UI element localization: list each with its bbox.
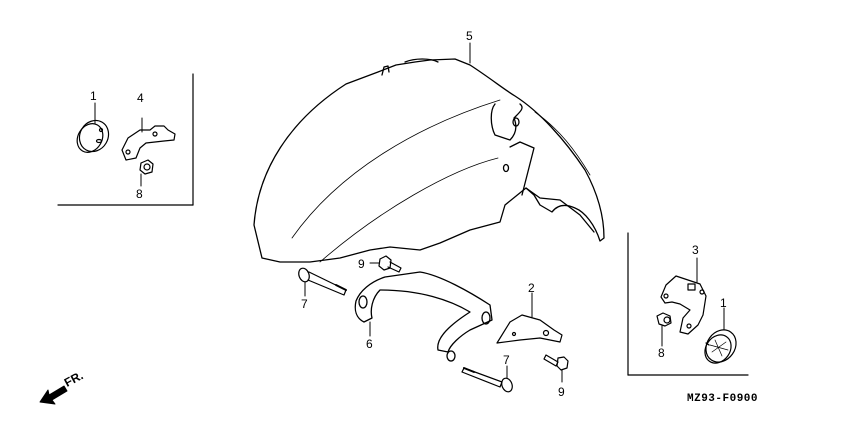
fender-stay [354, 271, 493, 362]
right-inset-frame [627, 232, 749, 376]
bolt-long-left [298, 267, 347, 297]
bolt-lower [543, 354, 569, 383]
side-reflector-left [76, 119, 110, 153]
diagram-code: MZ93-F0900 [687, 393, 759, 405]
callout-3: 3 [692, 243, 699, 257]
callout-9-upper: 9 [358, 257, 365, 271]
callout-1-right: 1 [720, 296, 727, 310]
bracket [496, 292, 563, 344]
callout-5: 5 [466, 29, 473, 43]
nut-right [656, 312, 672, 347]
callout-8-right: 8 [658, 346, 665, 360]
callout-7-left: 7 [301, 297, 308, 311]
nut-left [139, 159, 154, 187]
bolt-long-lower [461, 365, 513, 393]
callout-9-lower: 9 [558, 385, 565, 399]
bolt-upper [369, 255, 402, 273]
reflector-stay-left [121, 117, 176, 161]
front-direction-arrow [39, 385, 68, 405]
callout-4: 4 [137, 91, 144, 105]
front-fender [253, 58, 605, 263]
callout-7-lower: 7 [503, 353, 510, 367]
callout-1-left: 1 [90, 89, 97, 103]
side-reflector-right [704, 307, 737, 364]
left-inset-frame [57, 73, 194, 206]
callout-6: 6 [366, 337, 373, 351]
reflector-stay-right [660, 257, 707, 335]
callout-8-left: 8 [136, 187, 143, 201]
callout-2: 2 [528, 281, 535, 295]
